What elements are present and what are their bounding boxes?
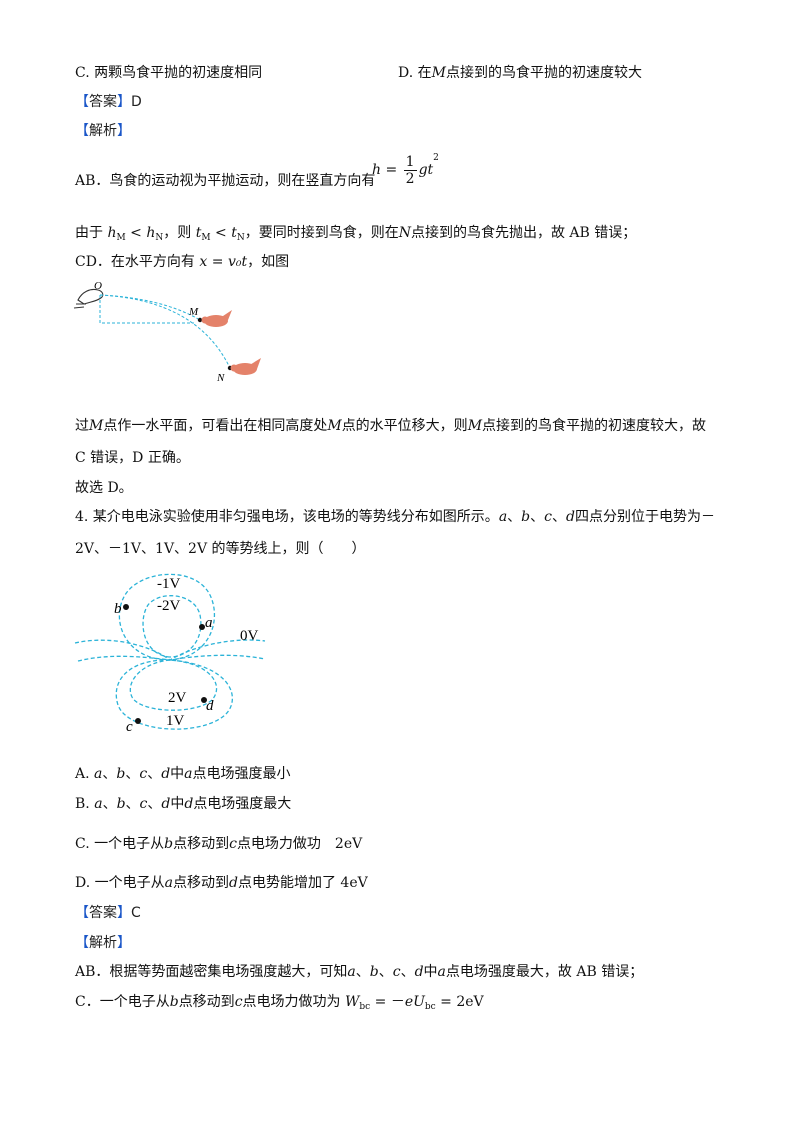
label-b: b	[114, 601, 122, 617]
point-c	[135, 718, 141, 724]
label-neg1V: -1V	[157, 576, 180, 592]
q4-option-b: B. a、b、c、d中d点电场强度最大	[75, 796, 292, 812]
point-d	[201, 697, 207, 703]
q4-stem-line2: 2V、－1V、1V、2V 的等势线上，则（ ）	[75, 541, 366, 557]
equipotential-1V	[115, 659, 234, 730]
bird-icon-upper	[201, 310, 232, 327]
q4-option-d: D. 一个电子从a点移动到d点电势能增加了 4eV	[75, 875, 368, 891]
trajectory-N	[99, 294, 231, 369]
q4-analysis-label: 【解析】	[75, 935, 131, 951]
q4-c-explanation: C．一个电子从b点移动到c点电场力做功为 Wbc = －eUbc = 2eV	[75, 994, 484, 1012]
q3-conclusion-line2: C 错误，D 正确。	[75, 450, 190, 466]
horizontal-reference-line	[99, 295, 194, 324]
q3-conclusion: 过M点作一水平面，可看出在相同高度处M点的水平位移大，则M点接到的鸟食平抛的初速…	[75, 418, 707, 434]
equipotential-2V	[129, 659, 218, 711]
q3-option-d: D. 在M点接到的鸟食平抛的初速度较大	[398, 65, 642, 81]
q3-ab-explanation: AB．鸟食的运动视为平抛运动，则在竖直方向有	[75, 173, 376, 189]
label-2V: 2V	[168, 690, 187, 706]
bird-icon-lower	[230, 358, 261, 375]
q3-analysis-label: 【解析】	[75, 123, 131, 139]
equipotential-neg2V	[142, 595, 202, 658]
q4-option-a: A. a、b、c、d中a点电场强度最小	[75, 766, 291, 782]
point-a	[199, 624, 205, 630]
label-M: M	[188, 306, 199, 318]
label-O: O	[94, 280, 102, 292]
equipotential-neg1V	[118, 573, 216, 661]
trajectory-M	[99, 294, 201, 321]
label-1V: 1V	[166, 713, 185, 729]
equipotential-figure: b a d c -1V -2V 0V 2V 1V	[74, 573, 266, 735]
label-d: d	[206, 698, 214, 714]
label-a: a	[205, 615, 213, 631]
trajectory-figure: O M N	[73, 280, 261, 384]
q4-ab-explanation: AB．根据等势面越密集电场强度越大，可知a、b、c、d中a点电场强度最大，故 A…	[75, 964, 644, 980]
point-M	[197, 317, 203, 323]
q3-choice: 故选 D。	[75, 480, 133, 496]
hand-icon	[73, 288, 104, 309]
q3-option-c: C. 两颗鸟食平抛的初速度相同	[75, 65, 263, 81]
label-c: c	[126, 719, 133, 735]
label-N: N	[216, 372, 225, 384]
q4-stem: 4. 某介电电泳实验使用非匀强电场，该电场的等势线分布如图所示。a、b、c、d四…	[75, 509, 715, 525]
q4-option-c: C. 一个电子从b点移动到c点电场力做功 2eV	[75, 836, 363, 852]
label-neg2V: -2V	[157, 598, 180, 614]
label-0V: 0V	[240, 628, 259, 644]
q3-cd-explanation: CD．在水平方向有 x = v₀t，如图	[75, 254, 290, 270]
q4-answer: 【答案】C	[75, 905, 141, 921]
q3-height-compare: 由于 hM < hN，则 tM < tN，要同时接到鸟食，则在N点接到的鸟食先抛…	[75, 225, 637, 243]
point-b	[123, 604, 129, 610]
q3-answer: 【答案】D	[75, 94, 142, 110]
